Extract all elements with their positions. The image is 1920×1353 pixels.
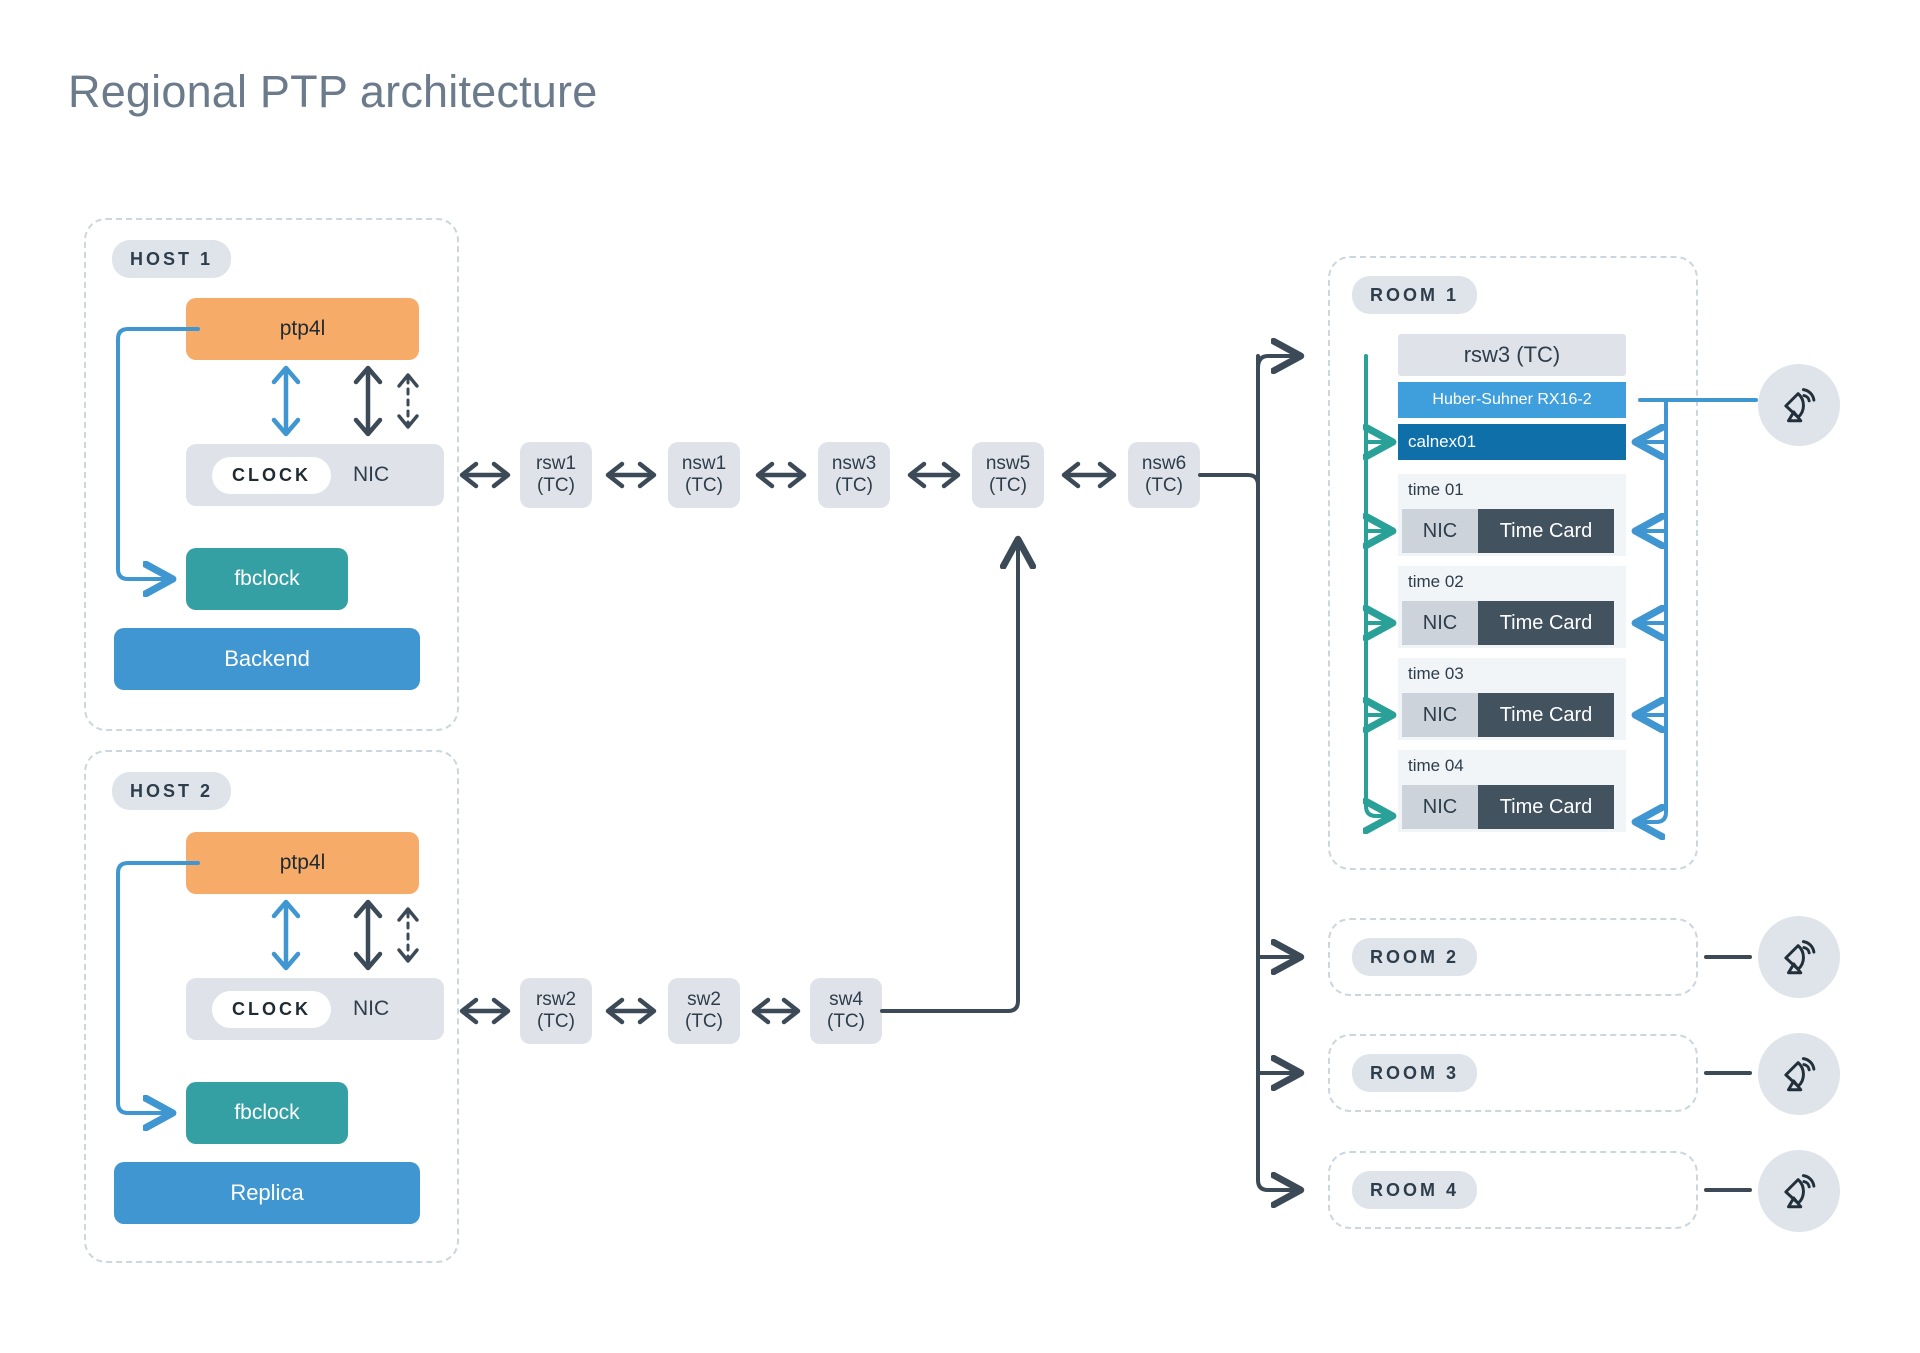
switch-sw4-tc: (TC) — [827, 1011, 865, 1032]
room-1-server-row-1: NIC Time Card — [1398, 598, 1626, 648]
switch-nsw3: nsw3 (TC) — [818, 442, 890, 508]
switch-rsw1-name: rsw1 — [535, 452, 577, 474]
room-1-timecard-2: Time Card — [1478, 693, 1614, 737]
room-2-group — [1328, 918, 1698, 996]
host-1-clock-pill: CLOCK — [212, 456, 331, 494]
switch-rsw2: rsw2 (TC) — [520, 978, 592, 1044]
satellite-badge-room-4 — [1758, 1150, 1840, 1232]
switch-nsw6-tc: (TC) — [1145, 475, 1183, 496]
switch-nsw3-tc: (TC) — [835, 475, 873, 496]
sw4-to-nsw5-uplink — [880, 540, 1018, 1013]
room-1-calnex01: calnex01 — [1398, 424, 1626, 460]
room-4-chip: ROOM 4 — [1352, 1171, 1478, 1209]
switch-rsw1: rsw1 (TC) — [520, 442, 592, 508]
room-1-server-row-0: NIC Time Card — [1398, 506, 1626, 556]
satellite-badge-room-3 — [1758, 1033, 1840, 1115]
host-2-group — [84, 750, 459, 1263]
switch-nsw1: nsw1 (TC) — [668, 442, 740, 508]
host-1-backend: Backend — [114, 628, 420, 690]
host-2-replica: Replica — [114, 1162, 420, 1224]
room-1-nic-0: NIC — [1402, 509, 1478, 553]
room-4-group — [1328, 1151, 1698, 1229]
satellite-badge-room-2 — [1758, 916, 1840, 998]
room-1-group — [1328, 256, 1698, 870]
room-1-nic-3: NIC — [1402, 785, 1478, 829]
switch-rsw1-tc: (TC) — [537, 475, 575, 496]
room-1-huber-suhner: Huber-Suhner RX16-2 — [1398, 382, 1626, 418]
host-2-clock-pill: CLOCK — [212, 990, 331, 1028]
host-1-fbclock: fbclock — [186, 548, 348, 610]
switch-rsw2-tc: (TC) — [537, 1011, 575, 1032]
satellite-dish-icon — [1784, 940, 1816, 975]
switch-nsw5-name: nsw5 — [985, 452, 1031, 474]
room-1-server-label-2: time 03 — [1398, 658, 1626, 690]
room-1-timecard-3: Time Card — [1478, 785, 1614, 829]
switch-nsw1-tc: (TC) — [685, 475, 723, 496]
room-1-chip: ROOM 1 — [1352, 276, 1478, 314]
host-1-ptp4l: ptp4l — [186, 298, 419, 360]
page-title: Regional PTP architecture — [68, 66, 598, 117]
room-2-chip: ROOM 2 — [1352, 938, 1478, 976]
host-2-chip: HOST 2 — [112, 772, 232, 810]
room-antenna-tie-lines — [1704, 955, 1752, 1192]
switch-sw4-name: sw4 — [829, 988, 863, 1010]
switch-sw2-name: sw2 — [687, 988, 721, 1010]
host-1-nic-block: CLOCK NIC — [186, 444, 444, 506]
satellite-dish-icon — [1784, 1057, 1816, 1092]
room-1-nic-2: NIC — [1402, 693, 1478, 737]
host-2-fbclock: fbclock — [186, 1082, 348, 1144]
room-1-server-label-3: time 04 — [1398, 750, 1626, 782]
switch-sw2: sw2 (TC) — [668, 978, 740, 1044]
room-1-server-row-2: NIC Time Card — [1398, 690, 1626, 740]
switch-sw4: sw4 (TC) — [810, 978, 882, 1044]
host-2-nic-block: CLOCK NIC — [186, 978, 444, 1040]
satellite-dish-icon — [1784, 388, 1816, 423]
host-2-nic-label: NIC — [353, 997, 390, 1020]
switch-nsw6-name: nsw6 — [1141, 452, 1187, 474]
room-1-server-label-0: time 01 — [1398, 474, 1626, 506]
room-1-server-row-3: NIC Time Card — [1398, 782, 1626, 832]
satellite-badge-room-1 — [1758, 364, 1840, 446]
switch-nsw5-tc: (TC) — [989, 475, 1027, 496]
room-1-timecard-1: Time Card — [1478, 601, 1614, 645]
host-1-chip: HOST 1 — [112, 240, 232, 278]
satellite-dish-icon — [1784, 1174, 1816, 1209]
switch-nsw6: nsw6 (TC) — [1128, 442, 1200, 508]
switch-nsw5: nsw5 (TC) — [972, 442, 1044, 508]
room-1-rsw3: rsw3 (TC) — [1398, 334, 1626, 376]
switch-nsw1-name: nsw1 — [681, 452, 727, 474]
switch-rsw2-name: rsw2 — [535, 988, 577, 1010]
room-1-nic-1: NIC — [1402, 601, 1478, 645]
host-1-nic-label: NIC — [353, 463, 390, 486]
room-1-timecard-0: Time Card — [1478, 509, 1614, 553]
switch-sw2-tc: (TC) — [685, 1011, 723, 1032]
room-1-server-label-1: time 02 — [1398, 566, 1626, 598]
nsw6-distribution-bus — [1198, 356, 1300, 1190]
switch-nsw3-name: nsw3 — [831, 452, 877, 474]
room-3-group — [1328, 1034, 1698, 1112]
chain-2-bidirectional-arrows — [459, 997, 801, 1025]
host-2-ptp4l: ptp4l — [186, 832, 419, 894]
host-1-group — [84, 218, 459, 731]
room-3-chip: ROOM 3 — [1352, 1054, 1478, 1092]
